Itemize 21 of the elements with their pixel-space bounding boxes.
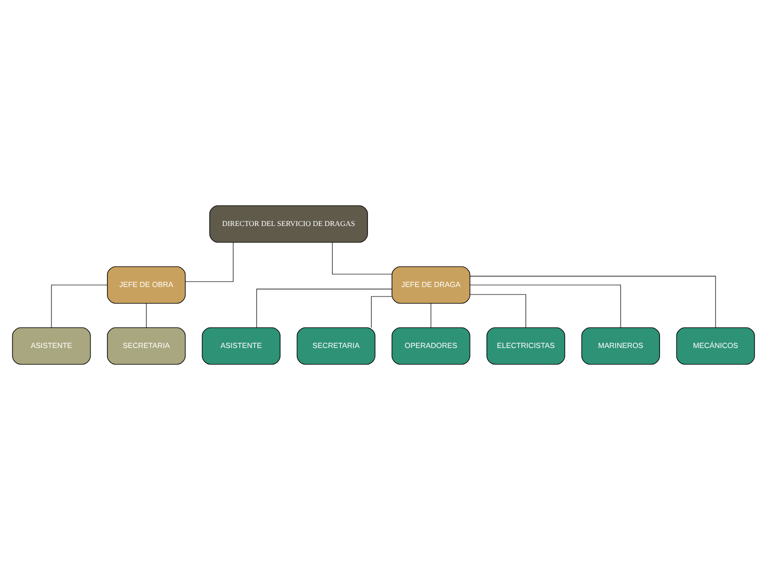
connector — [332, 242, 392, 274]
node-box: MECÁNICOS — [676, 327, 755, 365]
connector — [51, 284, 108, 328]
connector — [146, 303, 147, 328]
node-box: OPERADORES — [392, 327, 470, 365]
node-box: DIRECTOR DEL SERVICIO DE DRAGAS — [209, 205, 368, 243]
connector — [430, 303, 432, 328]
node-box: SECRETARIA — [296, 327, 376, 365]
node-box: ASISTENTE — [202, 327, 280, 365]
node-box: JEFE DE DRAGA — [392, 266, 470, 304]
connector — [371, 296, 392, 328]
node-box: JEFE DE OBRA — [107, 266, 186, 304]
connector — [470, 284, 621, 328]
node-box: MARINEROS — [581, 327, 660, 365]
node-box: ASISTENTE — [12, 327, 91, 365]
connector — [470, 294, 526, 328]
node-box: SECRETARIA — [107, 327, 186, 365]
node-box: ELECTRICISTAS — [486, 327, 566, 365]
connector — [470, 276, 716, 328]
connector — [256, 288, 392, 328]
connector — [185, 242, 234, 282]
